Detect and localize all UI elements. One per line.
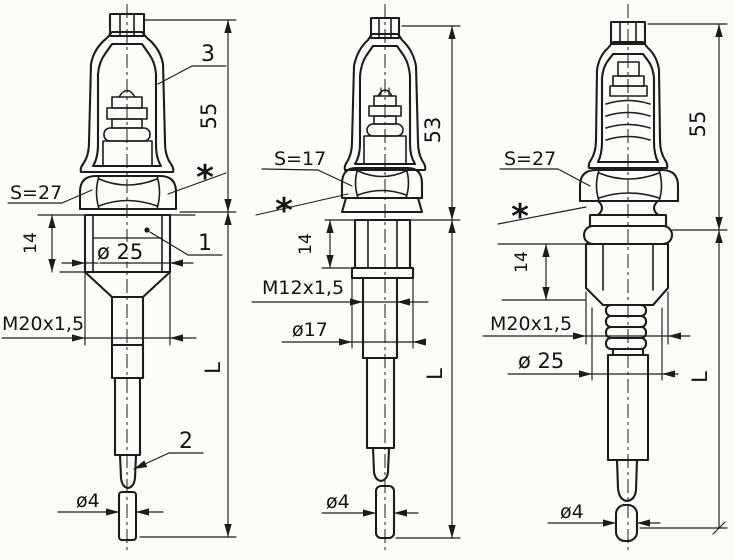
- wrench-size-label: S=17: [274, 148, 326, 170]
- dim-thread: M12x1,5: [251, 277, 429, 306]
- probe-variant-1: 55 L 14 ø 25 M20x1,5: [1, 4, 237, 554]
- dim-53-label: 53: [421, 117, 445, 144]
- probe-variant-2: 53 L 14 M12x1,5 ø17 ø4: [251, 4, 461, 554]
- callout-tip-label: 2: [179, 429, 193, 454]
- seat-washer: [324, 196, 461, 221]
- asterisk-label: *: [511, 197, 529, 237]
- dim-body-dia: ø 25: [61, 238, 194, 267]
- dim-tip-dia-label: ø4: [76, 490, 100, 512]
- dim-body-dia-label: ø 25: [518, 349, 564, 373]
- dim-body-dia-label: ø17: [292, 319, 328, 341]
- dim-14-label: 14: [21, 232, 41, 254]
- dim-55-label: 55: [197, 103, 221, 130]
- dim-L-label: L: [201, 362, 225, 374]
- callout-body-label: 1: [198, 231, 212, 256]
- dim-thread: M20x1,5: [1, 313, 197, 342]
- dim-55: 55: [647, 23, 728, 231]
- cap-shell: [343, 32, 427, 172]
- wrench-size-leader: S=17: [261, 148, 353, 187]
- dim-tip-dia-label: ø4: [326, 491, 350, 513]
- dim-55-label: 55: [686, 111, 710, 138]
- callout-body: 1: [149, 231, 223, 256]
- dim-thread: M20x1,5: [482, 313, 691, 340]
- callout-cap: 3: [157, 42, 227, 85]
- dim-L: L: [395, 219, 461, 539]
- thread-section: [351, 276, 414, 360]
- dim-body-dia-label: ø 25: [97, 240, 143, 264]
- asterisk-mark: *: [497, 197, 587, 237]
- dim-L: L: [139, 211, 237, 538]
- dim-tip-dia: ø4: [57, 490, 164, 516]
- dim-14-label: 14: [296, 233, 316, 255]
- callout-tip: 2: [133, 429, 204, 470]
- cap-shell: [79, 30, 175, 174]
- dim-14-label: 14: [512, 251, 532, 273]
- callout-cap-label: 3: [201, 42, 215, 67]
- hex-nut: [578, 168, 680, 203]
- dim-tip-dia-label: ø4: [560, 501, 584, 523]
- wrench-size-label: S=27: [504, 148, 556, 170]
- dim-thread-label: M12x1,5: [262, 277, 344, 299]
- wrench-size-leader: S=27: [499, 148, 591, 187]
- surface-dot: [144, 227, 150, 233]
- cap-shell: [587, 40, 669, 170]
- dim-14: 14: [21, 214, 56, 273]
- hex-nut: [78, 174, 178, 211]
- dim-thread-label: M20x1,5: [490, 313, 572, 335]
- dim-tip-dia: ø4: [547, 501, 661, 527]
- dim-body-dia: ø 25: [507, 347, 679, 378]
- dim-14: 14: [512, 243, 550, 301]
- dim-55: 55: [144, 19, 237, 213]
- asterisk-mark: *: [255, 191, 349, 231]
- asterisk-label: *: [196, 158, 214, 198]
- asterisk-label: *: [275, 191, 293, 231]
- collar-body: [497, 242, 670, 307]
- dim-53: 53: [401, 25, 461, 221]
- probe-variant-3: 55 L 14 M20x1,5 ø 25 ø4: [482, 4, 728, 554]
- dim-14: 14: [296, 219, 353, 269]
- hex-nut: [340, 166, 424, 200]
- stem: [110, 343, 145, 490]
- asterisk-mark: *: [167, 158, 227, 198]
- sensing-tip: [614, 503, 639, 543]
- hex-body: [350, 218, 415, 280]
- thread-section: [585, 291, 669, 351]
- dim-L-label: L: [423, 368, 447, 380]
- wrench-size-label: S=27: [10, 182, 62, 204]
- dim-thread-label: M20x1,5: [2, 313, 84, 335]
- stem: [365, 356, 396, 483]
- dim-L: L: [639, 229, 728, 535]
- dim-tip-dia: ø4: [321, 491, 419, 517]
- wrench-size-leader: S=27: [7, 182, 93, 204]
- dim-L-label: L: [688, 371, 712, 383]
- dim-body-dia: ø17: [281, 319, 426, 346]
